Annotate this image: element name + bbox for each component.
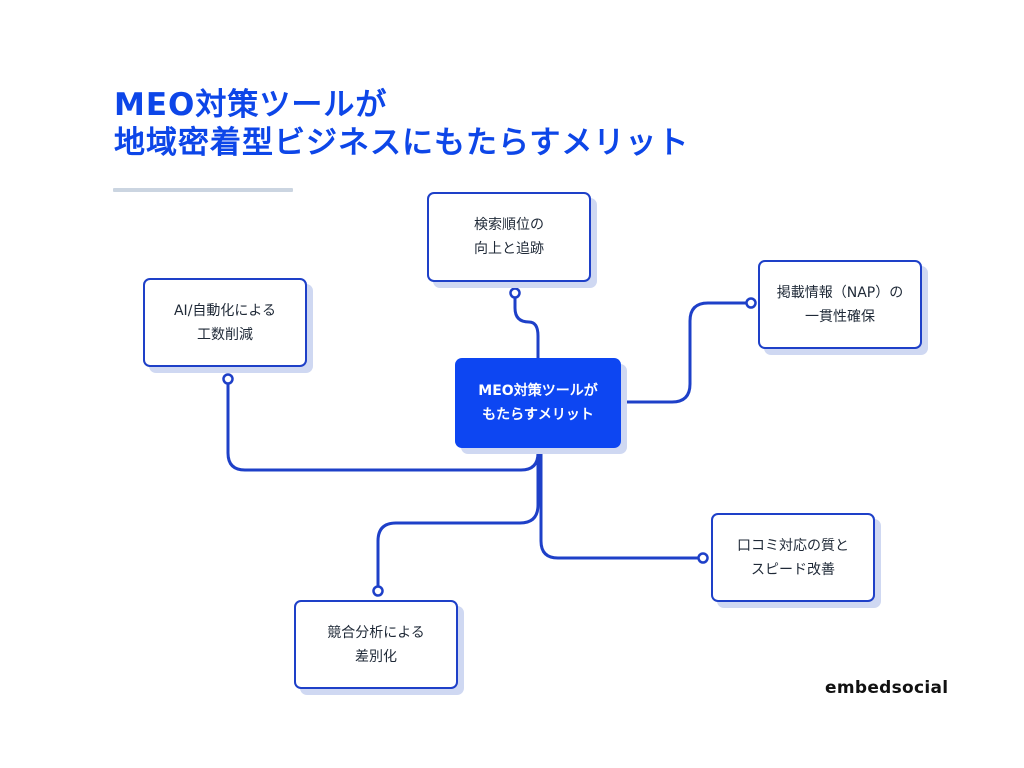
connector-search-rank	[513, 291, 540, 360]
node-search-rank-label: 検索順位の 向上と追跡	[474, 217, 544, 257]
node-competitor-label: 競合分析による 差別化	[327, 624, 425, 665]
connector-competitor	[376, 446, 540, 593]
connector-dot-competitor	[372, 585, 384, 597]
node-competitor: 競合分析による 差別化	[294, 600, 458, 689]
node-ai-automation-label: AI/自動化による 工数削減	[173, 302, 276, 343]
title-line-2: 地域密着型ビジネスにもたらすメリット	[114, 125, 690, 161]
center-node-label: MEO対策ツールが もたらすメリット	[478, 383, 598, 423]
connector-dot-search-rank	[509, 287, 521, 299]
connector-dot-reviews	[697, 552, 709, 564]
node-ai-automation: AI/自動化による 工数削減	[143, 278, 307, 367]
connector-dot-ai-automation	[222, 373, 234, 385]
connector-dot-nap	[745, 297, 757, 309]
node-reviews-label: 口コミ対応の質と スピード改善	[737, 537, 849, 578]
node-search-rank: 検索順位の 向上と追跡	[427, 192, 591, 282]
center-node: MEO対策ツールが もたらすメリット	[455, 358, 621, 448]
embedsocial-logo: embedsocial	[825, 678, 948, 698]
title-divider	[113, 188, 293, 192]
node-nap-label: 掲載情報（NAP）の 一貫性確保	[776, 284, 904, 325]
connector-reviews	[539, 446, 705, 560]
logo-text: embedsocial	[825, 678, 949, 698]
title-line-1: MEO対策ツールが	[114, 87, 388, 123]
node-nap: 掲載情報（NAP）の 一貫性確保	[758, 260, 922, 349]
node-reviews: 口コミ対応の質と スピード改善	[711, 513, 875, 602]
connector-nap	[619, 301, 753, 404]
page-title: MEO対策ツールが 地域密着型ビジネスにもたらすメリット	[114, 86, 834, 162]
